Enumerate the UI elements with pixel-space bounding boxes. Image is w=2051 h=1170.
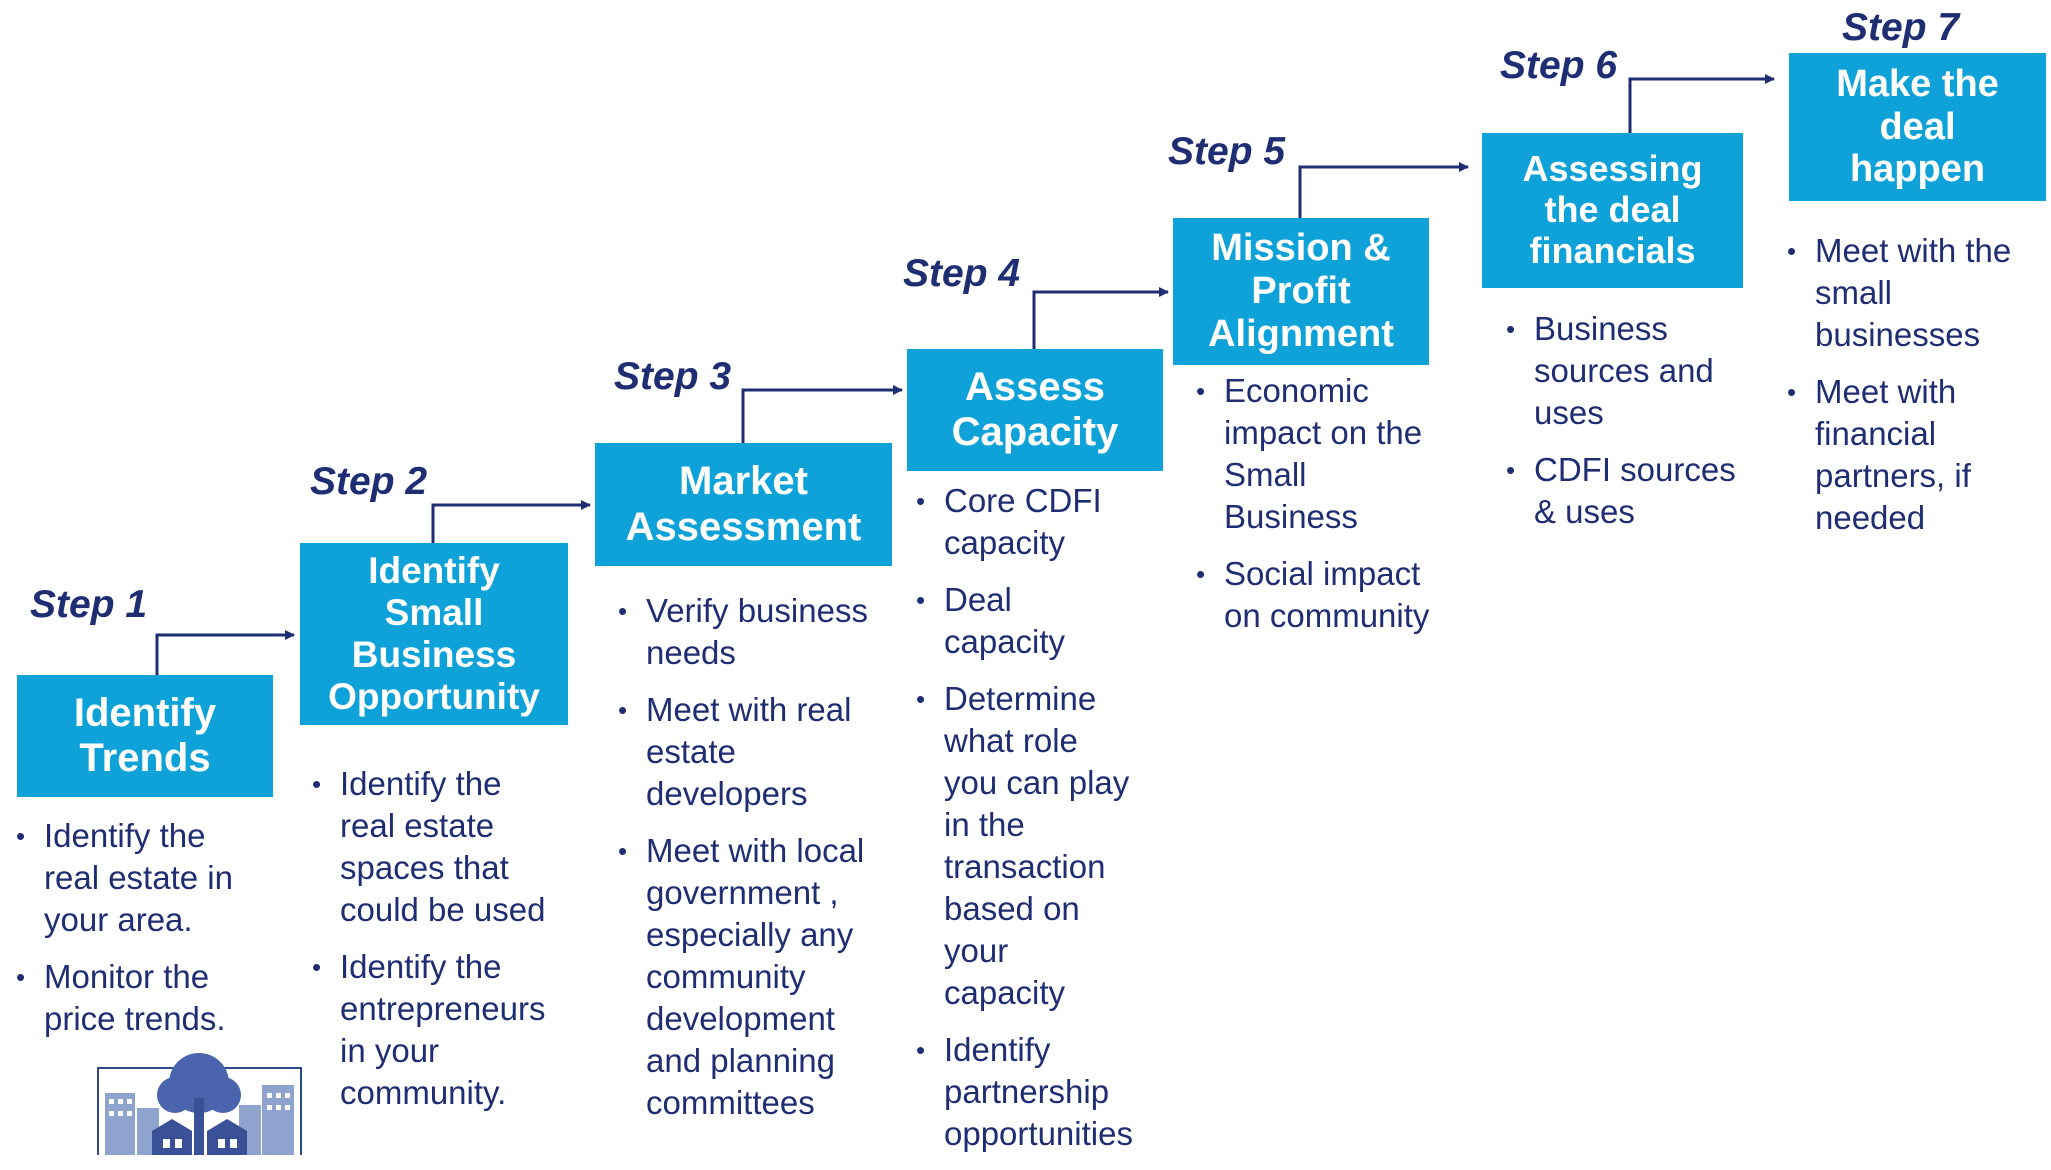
arrow-step5-to-step6 bbox=[1298, 162, 1469, 218]
step-7-title: Make the deal happen bbox=[1836, 62, 1999, 191]
step-5-title: Mission & Profit Alignment bbox=[1208, 227, 1394, 355]
step-1-label: Step 1 bbox=[30, 583, 148, 626]
list-item: Meet with local government , especially … bbox=[618, 830, 908, 1124]
list-item: Business sources and uses bbox=[1506, 308, 1776, 434]
list-item: Meet with the small businesses bbox=[1787, 230, 2047, 356]
arrow-step4-to-step5 bbox=[1032, 287, 1169, 349]
list-item: Meet with financial partners, if needed bbox=[1787, 371, 2047, 539]
list-item: Verify business needs bbox=[618, 590, 908, 674]
list-item: Meet with real estate developers bbox=[618, 689, 908, 815]
step-2-label: Step 2 bbox=[310, 460, 428, 503]
arrow-step1-to-step2 bbox=[155, 630, 295, 675]
step-3-label: Step 3 bbox=[614, 355, 732, 398]
list-item: CDFI sources & uses bbox=[1506, 449, 1776, 533]
list-item: Identify the real estate in your area. bbox=[16, 815, 261, 941]
step-3-title: Market Assessment bbox=[625, 459, 862, 549]
step-5-bullets: Economic impact on the Small Business So… bbox=[1196, 370, 1466, 652]
step-2-box: Identify Small Business Opportunity bbox=[300, 543, 568, 725]
list-item: Economic impact on the Small Business bbox=[1196, 370, 1466, 538]
list-item: Identify the real estate spaces that cou… bbox=[312, 763, 587, 931]
list-item: Identify the entrepreneurs in your commu… bbox=[312, 946, 587, 1114]
list-item: Monitor the price trends. bbox=[16, 956, 261, 1040]
step-4-box: Assess Capacity bbox=[907, 349, 1163, 471]
step-5-label: Step 5 bbox=[1168, 130, 1286, 173]
arrow-step3-to-step4 bbox=[741, 385, 903, 443]
list-item: Determine what role you can play in the … bbox=[916, 678, 1176, 1014]
step-2-bullets: Identify the real estate spaces that cou… bbox=[312, 763, 587, 1129]
step-6-box: Assessing the deal financials bbox=[1482, 133, 1743, 288]
step-1-box: Identify Trends bbox=[17, 675, 273, 797]
step-1-bullets: Identify the real estate in your area. M… bbox=[16, 815, 261, 1055]
list-item: Identify partnership opportunities bbox=[916, 1029, 1176, 1155]
step-4-bullets: Core CDFI capacity Deal capacity Determi… bbox=[916, 480, 1176, 1170]
step-3-bullets: Verify business needs Meet with real est… bbox=[618, 590, 908, 1139]
tree-buildings-logo-icon bbox=[97, 1053, 302, 1155]
step-7-box: Make the deal happen bbox=[1789, 53, 2046, 201]
step-4-title: Assess Capacity bbox=[951, 364, 1119, 454]
step-7-bullets: Meet with the small businesses Meet with… bbox=[1787, 230, 2047, 554]
list-item: Core CDFI capacity bbox=[916, 480, 1176, 564]
step-6-title: Assessing the deal financials bbox=[1522, 148, 1703, 271]
step-2-title: Identify Small Business Opportunity bbox=[328, 550, 540, 717]
step-3-box: Market Assessment bbox=[595, 443, 892, 566]
step-4-label: Step 4 bbox=[903, 252, 1021, 295]
step-6-bullets: Business sources and uses CDFI sources &… bbox=[1506, 308, 1776, 548]
arrow-step6-to-step7 bbox=[1628, 74, 1775, 133]
step-1-title: Identify Trends bbox=[73, 690, 217, 780]
step-7-label: Step 7 bbox=[1842, 6, 1960, 49]
list-item: Social impact on community bbox=[1196, 553, 1466, 637]
arrow-step2-to-step3 bbox=[431, 500, 591, 543]
step-5-box: Mission & Profit Alignment bbox=[1173, 218, 1429, 365]
step-6-label: Step 6 bbox=[1500, 44, 1618, 87]
list-item: Deal capacity bbox=[916, 579, 1176, 663]
